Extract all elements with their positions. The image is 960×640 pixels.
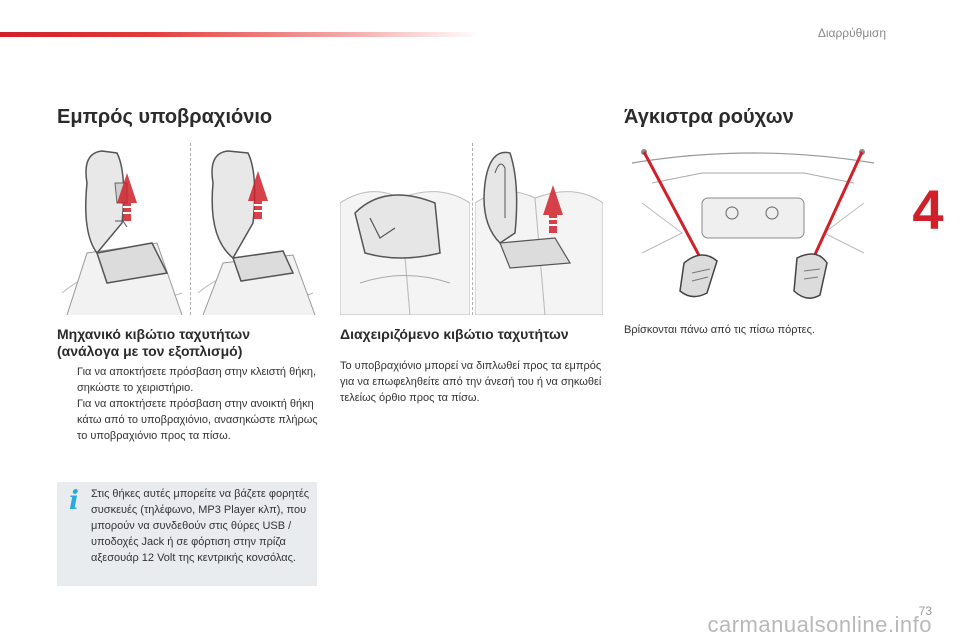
armrest-mechanical-illustration-2 <box>193 143 318 315</box>
left-title: Εμπρός υποβραχιόνιο <box>57 106 273 128</box>
right-text: Βρίσκονται πάνω από τις πίσω πόρτες. <box>624 324 815 336</box>
coat-hooks-illustration-svg <box>622 143 884 315</box>
left-subtitle: Μηχανικό κιβώτιο ταχυτήτων (ανάλογα με τ… <box>57 326 317 360</box>
bullet-text-2: Για να αποκτήσετε πρόσβαση στην ανοικτή … <box>77 398 318 442</box>
illustration-divider-2 <box>472 143 473 315</box>
left-subtitle-line1: Μηχανικό κιβώτιο ταχυτήτων <box>57 326 251 342</box>
illustration-divider-1 <box>190 143 191 315</box>
watermark: carmanualsonline.info <box>707 612 932 637</box>
middle-subtitle: Διαχειριζόμενο κιβώτιο ταχυτήτων <box>340 326 569 342</box>
armrest-illustration-1-svg <box>57 143 187 315</box>
page-number: 73 <box>918 604 932 618</box>
left-bullet-list: Για να αποκτήσετε πρόσβαση στην κλειστή … <box>57 364 319 444</box>
armrest-mechanical-illustration-1 <box>57 143 187 315</box>
left-subtitle-line2: (ανάλογα με τον εξοπλισμό) <box>57 343 243 359</box>
armrest-illustration-2-svg <box>193 143 318 315</box>
bullet-item-1: Για να αποκτήσετε πρόσβαση στην κλειστή … <box>57 364 319 396</box>
bullet-text-1: Για να αποκτήσετε πρόσβαση στην κλειστή … <box>77 366 317 394</box>
chapter-number: 4 <box>912 178 944 241</box>
middle-text: Το υποβραχιόνιο μπορεί να διπλωθεί προς … <box>340 360 602 404</box>
right-title: Άγκιστρα ρούχων <box>624 106 794 128</box>
section-label: Διαρρύθμιση <box>817 26 886 40</box>
info-icon: i <box>69 486 79 516</box>
info-text: Στις θήκες αυτές μπορείτε να βάζετε φορη… <box>91 488 310 564</box>
bullet-item-2: Για να αποκτήσετε πρόσβαση στην ανοικτή … <box>57 396 319 444</box>
armrest-auto-illustration-2-svg <box>475 143 603 315</box>
armrest-auto-illustration-1-svg <box>340 143 470 315</box>
info-box: i Στις θήκες αυτές μπορείτε να βάζετε φο… <box>57 482 317 586</box>
coat-hooks-illustration <box>622 143 884 315</box>
top-accent-bar <box>0 32 480 37</box>
armrest-automatic-illustration-2 <box>475 143 603 315</box>
armrest-automatic-illustration-1 <box>340 143 470 315</box>
